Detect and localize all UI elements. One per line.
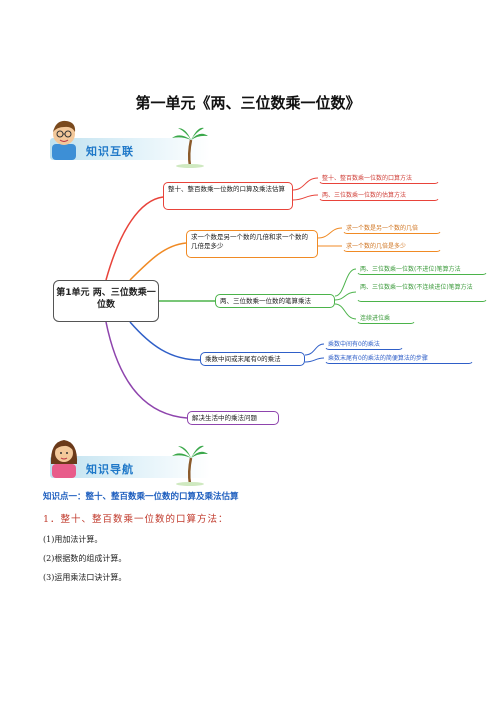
page-title: 第一单元《两、三位数乘一位数》 (135, 94, 361, 112)
knowledge-point-heading: 知识点一：整十、整百数乘一位数的口算及乘法估算 (43, 492, 239, 502)
girl-avatar-icon (50, 440, 78, 478)
method-item: (3)运用乘法口诀计算。 (43, 573, 127, 582)
method-item: (2)根据数的组成计算。 (43, 554, 127, 563)
branch-written-multiplication: 两、三位数乘一位数的笔算乘法 (215, 294, 335, 308)
method-item: (1)用加法计算。 (43, 535, 103, 544)
palm-tree-icon (172, 127, 208, 168)
branch-zero-multiplication: 乘数中间或末尾有0的乘法 (200, 352, 305, 366)
leaf-estimation-method: 两、三位数乘一位数的估算方法 (318, 190, 440, 201)
branch-oral-estimation: 整十、整百数乘一位数的口算及乘法估算 (163, 182, 293, 210)
leaf-times-of: 求一个数是另一个数的几倍 (342, 223, 442, 234)
palm-tree-icon (172, 445, 208, 486)
section-banner-navigation (50, 456, 210, 478)
boy-avatar-icon (52, 120, 76, 160)
branch-real-life-problems: 解决生活中的乘法问题 (187, 411, 279, 425)
leaf-no-carry: 两、三位数乘一位数(不进位)笔算方法 (356, 264, 488, 275)
section-banner-connections (50, 138, 210, 160)
branch-multiples: 求一个数是另一个数的几倍和求一个数的几倍是多少 (186, 230, 318, 258)
leaf-zero-end: 乘数末尾有0的乘法的简便算法的步骤 (324, 353, 474, 364)
section-banner-connections-label: 知识互联 (86, 145, 134, 158)
leaf-oral-method: 整十、整百数乘一位数的口算方法 (318, 173, 440, 184)
leaf-consecutive-carry: 连续进位乘 (356, 313, 416, 324)
leaf-zero-middle: 乘数中间有0的乘法 (324, 339, 404, 350)
leaf-times-is: 求一个数的几倍是多少 (342, 241, 442, 252)
section-banner-navigation-label: 知识导航 (86, 463, 134, 476)
subheading: 1．整十、整百数乘一位数的口算方法： (43, 514, 229, 525)
mindmap-root: 第1单元 两、三位数乘一位数 (53, 280, 159, 322)
leaf-non-consecutive-carry: 两、三位数乘一位数(不连续进位)笔算方法 (356, 282, 488, 302)
